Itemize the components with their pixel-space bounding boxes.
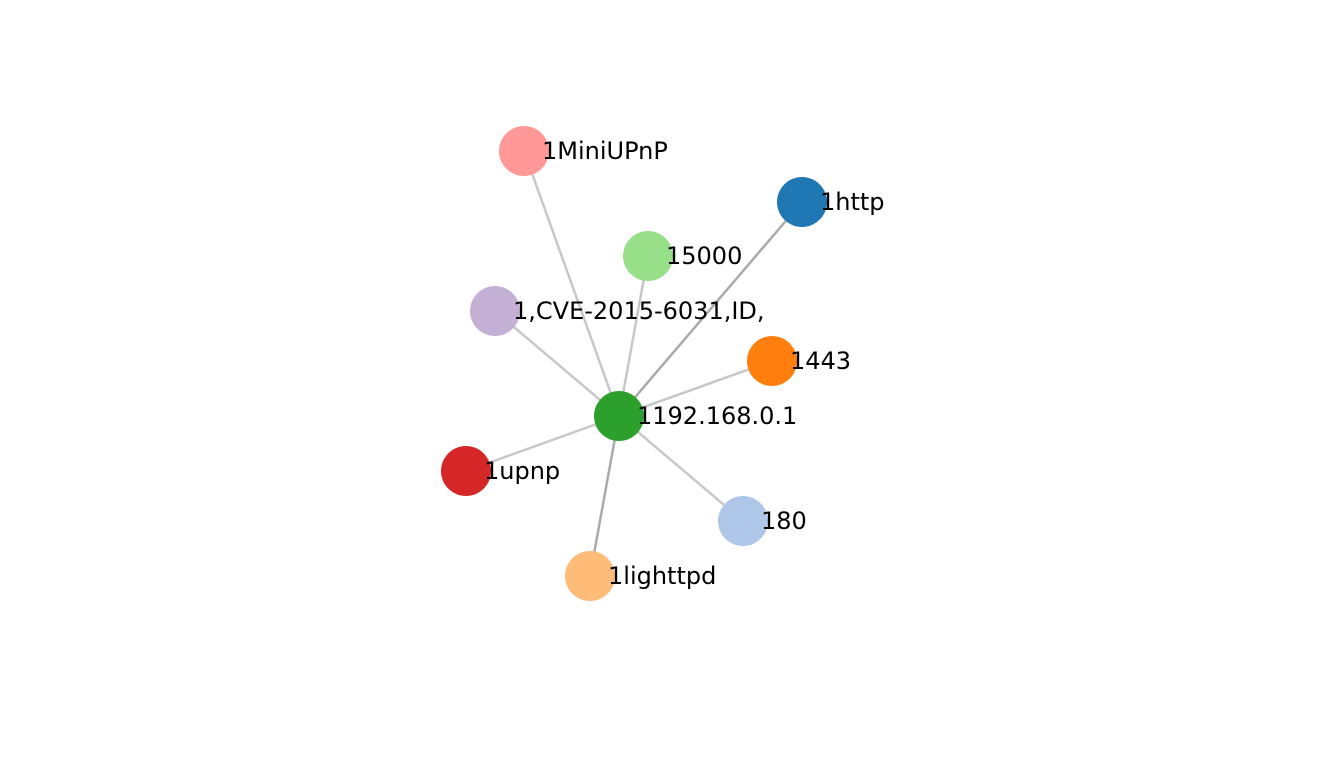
node-label-center: 1192.168.0.1 (637, 402, 797, 430)
edge-center-port443 (617, 359, 774, 418)
node-http: 1http (777, 177, 885, 227)
node-circle-cve (470, 286, 520, 336)
edge-center-port5000 (617, 254, 650, 418)
edge-center-upnp (464, 414, 621, 473)
node-label-port5000: 15000 (666, 242, 742, 270)
node-port443: 1443 (747, 336, 851, 386)
edge-center-port80 (617, 414, 745, 523)
node-label-upnp: 1upnp (484, 457, 560, 485)
node-label-http: 1http (820, 188, 885, 216)
edge-center-miniupnp (522, 149, 621, 418)
edge-center-http (617, 200, 804, 418)
node-circle-miniupnp (499, 126, 549, 176)
nodes-layer: 1192.168.0.1 1MiniUPnP 1http 15000 1,CVE-201… (441, 126, 885, 601)
node-circle-port443 (747, 336, 797, 386)
node-circle-center (594, 391, 644, 441)
node-label-port80: 180 (761, 507, 807, 535)
edge-center-lighttpd (588, 414, 621, 578)
node-label-miniupnp: 1MiniUPnP (542, 137, 668, 165)
node-circle-port80 (718, 496, 768, 546)
node-cve: 1,CVE-2015-6031,ID, (470, 286, 765, 336)
node-circle-lighttpd (565, 551, 615, 601)
node-upnp: 1upnp (441, 446, 560, 496)
node-center: 1192.168.0.1 (594, 391, 797, 441)
node-circle-port5000 (623, 231, 673, 281)
node-port5000: 15000 (623, 231, 742, 281)
node-port80: 180 (718, 496, 807, 546)
node-label-port443: 1443 (790, 347, 851, 375)
edge-center-cve (493, 309, 621, 418)
edges-layer (464, 149, 804, 578)
node-label-lighttpd: 1lighttpd (608, 562, 716, 590)
node-miniupnp: 1MiniUPnP (499, 126, 668, 176)
node-label-cve: 1,CVE-2015-6031,ID, (513, 297, 765, 325)
node-lighttpd: 1lighttpd (565, 551, 716, 601)
node-circle-upnp (441, 446, 491, 496)
node-circle-http (777, 177, 827, 227)
